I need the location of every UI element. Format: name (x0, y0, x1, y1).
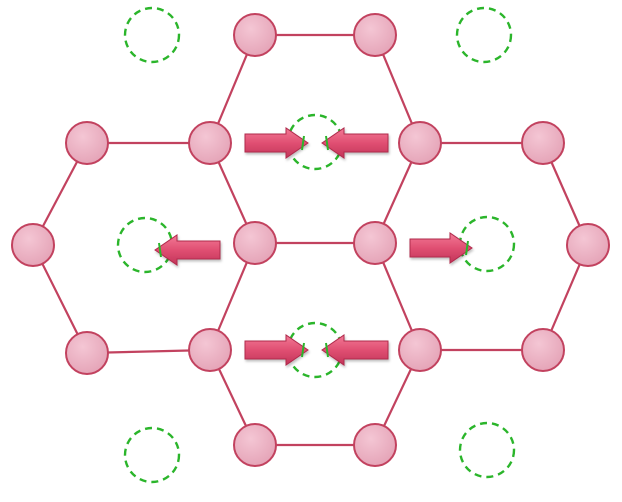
arrow-tip-mark (301, 342, 305, 358)
arrow-tip-mark (158, 242, 162, 258)
atom-node (566, 223, 610, 267)
atom-node (233, 13, 277, 57)
atom-node (65, 121, 109, 165)
displacement-arrows (154, 127, 473, 366)
displacement-arrow (154, 234, 221, 266)
vacancy-site (123, 6, 181, 64)
atom-node (188, 328, 232, 372)
vacancy-site (458, 421, 516, 479)
arrow-tip-mark (465, 240, 469, 256)
atom-node (65, 331, 109, 375)
arrow-tip-mark (301, 135, 305, 151)
arrow-tip-mark (325, 135, 329, 151)
displacement-arrow (244, 127, 309, 159)
atom-node (398, 328, 442, 372)
displacement-arrow (409, 232, 473, 264)
atom-node (521, 121, 565, 165)
atom-node (233, 423, 277, 467)
arrow-tip-mark (325, 342, 329, 358)
displacement-arrow (321, 127, 389, 159)
atom-node (188, 121, 232, 165)
atom-node (353, 221, 397, 265)
displacement-arrow (321, 334, 389, 366)
atom-node (353, 423, 397, 467)
vacancy-site (455, 6, 513, 64)
bonds (32, 33, 590, 447)
atom-node (353, 13, 397, 57)
atom-node (11, 223, 55, 267)
displacement-arrow (244, 334, 309, 366)
atom-node (521, 328, 565, 372)
vacancy-site (123, 426, 181, 484)
atoms (11, 13, 610, 467)
atom-node (233, 221, 277, 265)
atom-node (398, 121, 442, 165)
